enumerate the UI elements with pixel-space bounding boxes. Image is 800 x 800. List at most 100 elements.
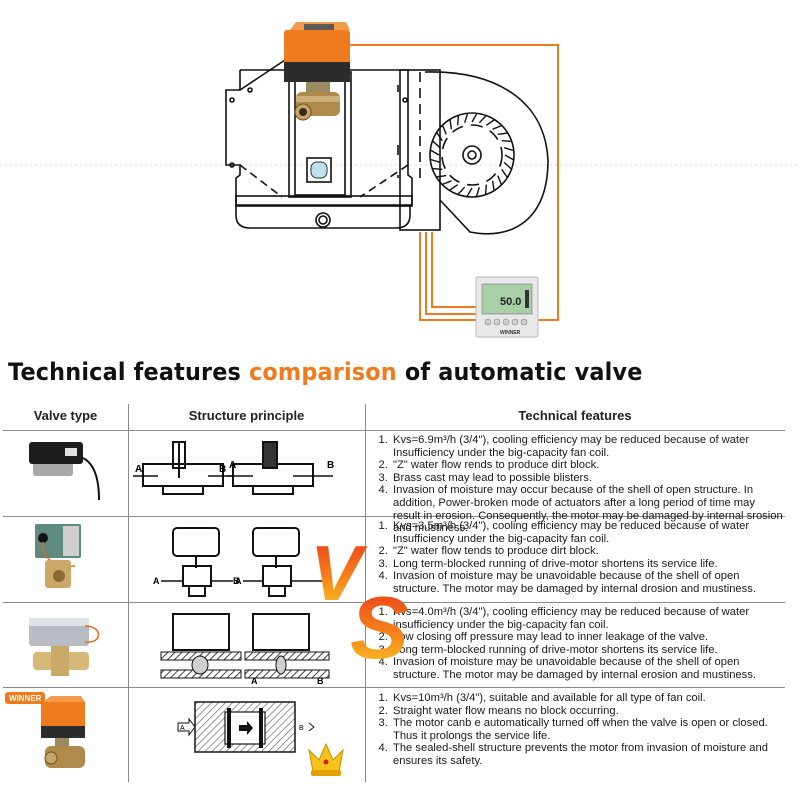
feature-item: Kvs=10m³/h (3/4"), suitable and availabl…	[391, 692, 785, 705]
brand-badge-text: WINNER	[9, 694, 42, 703]
feature-list: Kvs=6.9m³/h (3/4"), cooling efficiency m…	[375, 434, 785, 535]
row-divider	[3, 687, 785, 688]
crown-icon	[308, 742, 344, 776]
winner-badge	[5, 692, 45, 704]
port-label-b: B	[299, 725, 304, 732]
feature-item: Kvs=6.9m³/h (3/4"), cooling efficiency m…	[391, 434, 785, 459]
thermostat-brand: WINNER	[500, 330, 521, 336]
valve-image-green-actuator	[35, 524, 81, 588]
title-highlight: comparison	[248, 358, 397, 386]
blower-fin	[471, 112, 478, 123]
blower-fin	[503, 146, 514, 152]
blower-fin	[430, 158, 441, 164]
orange-actuator	[284, 22, 350, 92]
blower-fin	[466, 187, 473, 198]
page-title: Technical features comparison of automat…	[8, 358, 643, 386]
comparison-table: Valve type Structure principle Technical…	[3, 404, 785, 782]
blower-fin	[492, 124, 503, 130]
feature-item: Low closing off pressure may lead to inn…	[391, 631, 785, 644]
port-label-a: A	[251, 676, 258, 685]
thermostat-button[interactable]	[511, 318, 519, 326]
port-label-b: B	[219, 464, 226, 475]
port-label-a: A	[135, 464, 142, 475]
header-valve-type: Valve type	[33, 408, 98, 423]
versus-badge: V S	[310, 529, 409, 660]
fan-coil-unit	[225, 59, 549, 235]
port-label-b: B	[233, 576, 240, 586]
blower-fin	[436, 131, 443, 142]
feature-list: Kvs=10m³/h (3/4"), suitable and availabl…	[375, 692, 785, 768]
blower-fin	[478, 114, 487, 124]
port-label-a: A	[235, 576, 242, 586]
header-structure-principle: Structure principle	[188, 408, 305, 423]
feature-item: "Z" water flow rends to produce dirt blo…	[391, 459, 785, 472]
feature-item: Invasion of moisture may be unavoidable …	[391, 656, 785, 681]
thermostat: 50.0 WINNER	[475, 276, 539, 338]
vs-letter-v: V	[310, 529, 368, 617]
ball-valve	[294, 92, 340, 121]
blower-fin	[441, 180, 452, 186]
feature-list: Kvs=4.0m³/h (3/4"), cooling efficiency m…	[375, 606, 785, 682]
thermostat-button[interactable]	[484, 318, 492, 326]
title-suffix: of automatic valve	[396, 358, 643, 386]
row-divider	[3, 430, 785, 431]
blower-fin	[436, 174, 447, 178]
structure-diagram-ball-valve: A B	[177, 701, 344, 776]
row-divider	[3, 602, 785, 603]
port-label-a: A	[153, 576, 160, 586]
blower-fin	[501, 139, 512, 143]
column-divider	[128, 404, 129, 782]
feature-item: Kvs=4.0m³/h (3/4"), cooling efficiency m…	[391, 606, 785, 631]
blower-fin	[429, 149, 440, 156]
blower-fin	[457, 186, 466, 196]
inspection-window	[310, 161, 328, 179]
blower-fin	[463, 113, 469, 124]
feature-list: Kvs=3.5m³/h (3/4"), cooling efficiency m…	[375, 520, 785, 596]
blower-fin	[497, 132, 508, 136]
blower-fin	[485, 119, 496, 126]
header-technical-features: Technical features	[518, 408, 632, 423]
blower-fin	[475, 186, 481, 197]
valve-image-orange-actuator: WINNER	[5, 692, 85, 768]
port-label-a: A	[180, 725, 185, 732]
thermostat-button[interactable]	[493, 318, 501, 326]
title-prefix: Technical features	[8, 358, 249, 386]
thermostat-button[interactable]	[520, 318, 528, 326]
blower-fin	[441, 124, 447, 135]
fan-coil-installation-diagram: 50.0 WINNER	[0, 22, 800, 338]
blower-fin	[432, 167, 443, 171]
valve-image-silver-actuator	[29, 618, 100, 676]
blower-fin	[504, 154, 515, 161]
blower-fin	[431, 140, 441, 149]
feature-item: Invasion of moisture may occur because o…	[391, 484, 785, 534]
blower-fin	[484, 184, 488, 195]
thermostat-display: 50.0	[500, 296, 521, 308]
column-divider	[365, 404, 366, 782]
row-divider	[3, 516, 785, 517]
feature-item: The sealed-shell structure prevents the …	[391, 742, 785, 767]
feature-item: Straight water flow means no block occur…	[391, 705, 785, 718]
blower-fin	[449, 119, 453, 130]
port-label-b: B	[327, 460, 334, 471]
blower-fin	[491, 180, 495, 191]
blower-fins	[429, 112, 515, 198]
blower-fin	[456, 115, 460, 126]
vs-letter-s: S	[350, 578, 409, 660]
feature-item: Long term-blocked running of drive-motor…	[391, 644, 785, 657]
blower-fin	[501, 168, 508, 179]
blower-fin	[497, 175, 503, 186]
feature-item: Brass cast may lead to possible blisters…	[391, 472, 785, 485]
feature-item: The motor canb e automatically turned of…	[391, 717, 785, 742]
feature-item: "Z" water flow tends to produce dirt blo…	[391, 545, 785, 558]
feature-item: Long term-blocked running of drive-motor…	[391, 558, 785, 571]
blower-fin	[448, 184, 459, 191]
blower-fin	[503, 161, 513, 170]
port-label-b: B	[325, 576, 332, 586]
feature-item: Kvs=3.5m³/h (3/4"), cooling efficiency m…	[391, 520, 785, 545]
structure-diagram-z-flow-valve: A B A B	[133, 441, 334, 495]
port-label-a: A	[229, 460, 236, 471]
thermostat-button[interactable]	[502, 318, 510, 326]
structure-diagram-three-way-valve: A B A B	[153, 527, 332, 597]
feature-item: Invasion of moisture may be unavoidable …	[391, 570, 785, 595]
valve-image-black-actuator	[29, 442, 100, 501]
